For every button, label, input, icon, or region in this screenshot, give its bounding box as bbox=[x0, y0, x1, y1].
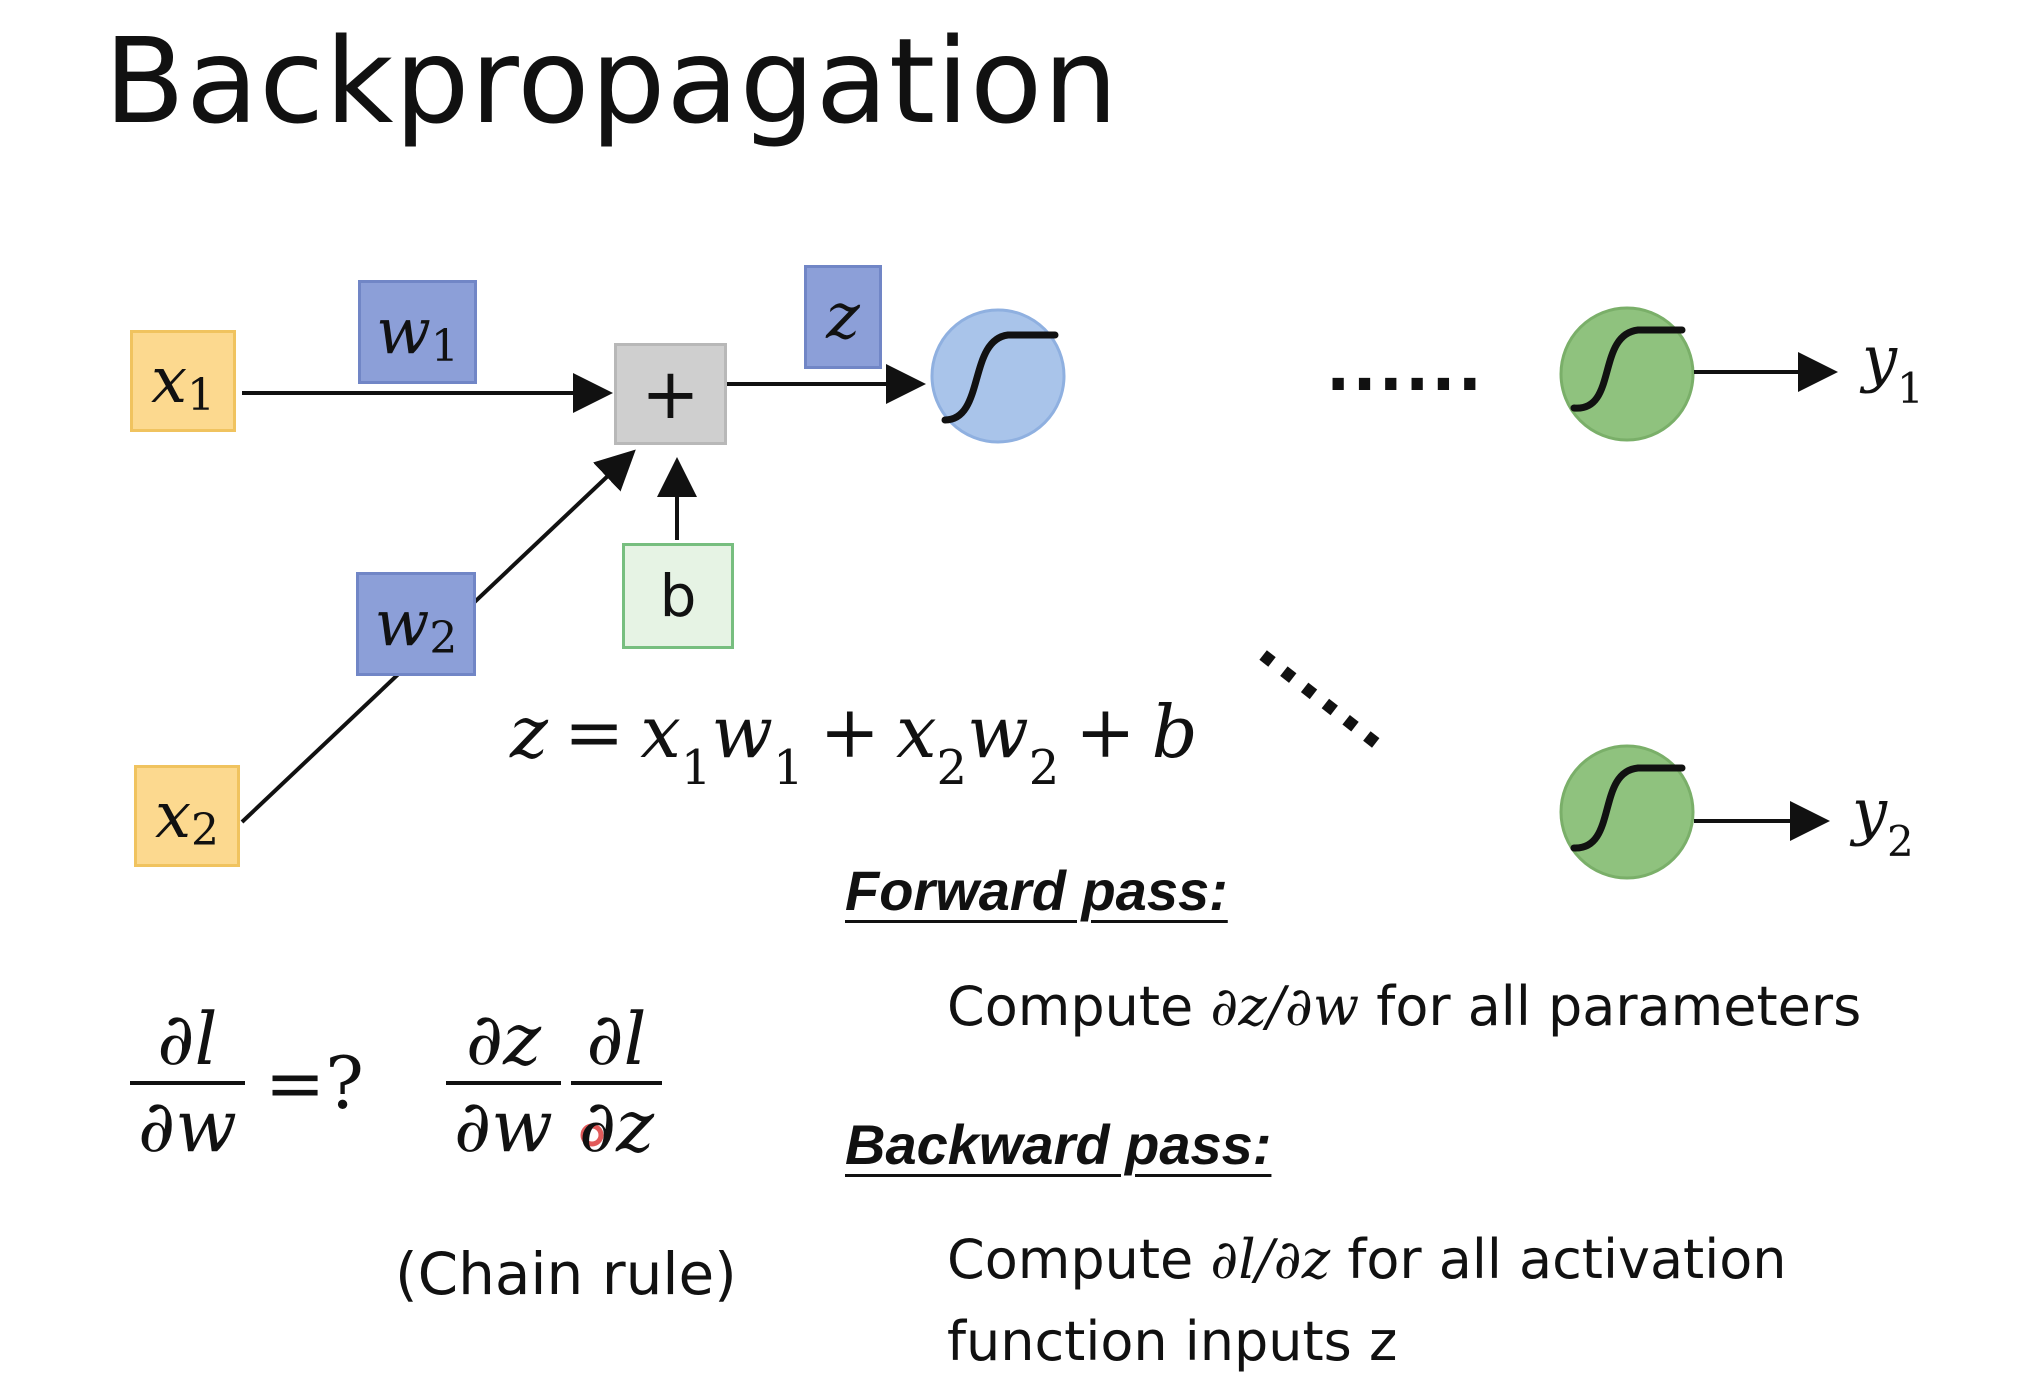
dl-dz-denominator: ∂z bbox=[570, 1081, 663, 1166]
weight-w2-sub: 2 bbox=[429, 612, 458, 664]
output-y2-sub: 2 bbox=[1887, 817, 1914, 867]
hidden-neuron bbox=[930, 308, 1066, 444]
output-y1-label: y1 bbox=[1862, 322, 1924, 413]
backward-pass-text-line2: function inputs z bbox=[947, 1310, 1398, 1373]
chain-rule-product: ∂z ∂w ∂l ∂z bbox=[446, 997, 663, 1166]
eq-t1-w: w bbox=[711, 690, 774, 774]
eq-t2-w: w bbox=[967, 690, 1029, 774]
input-x1-var: x bbox=[150, 344, 188, 418]
dl-dw-fraction: ∂l ∂w bbox=[130, 997, 245, 1166]
forward-post: for all parameters bbox=[1359, 975, 1862, 1038]
derivative-question: ∂l ∂w =? bbox=[130, 997, 364, 1166]
backward-post: for all activation bbox=[1330, 1228, 1787, 1291]
backward-pre: Compute bbox=[947, 1228, 1211, 1291]
dz-dw-fraction: ∂z ∂w bbox=[446, 997, 561, 1166]
output-y2-var: y bbox=[1852, 775, 1888, 848]
sum-node: + bbox=[614, 343, 727, 445]
dl-dw-numerator: ∂l bbox=[157, 997, 218, 1081]
dz-dw-numerator: ∂z bbox=[465, 997, 542, 1081]
input-x2-sub: 2 bbox=[191, 804, 220, 856]
question-mark: =? bbox=[264, 1041, 364, 1126]
backward-pass-heading: Backward pass: bbox=[845, 1113, 1272, 1176]
output-neuron-2 bbox=[1559, 744, 1695, 880]
dz-dw-denominator: ∂w bbox=[446, 1081, 561, 1166]
eq-t2-var: x bbox=[895, 690, 937, 774]
chain-rule-label: (Chain rule) bbox=[395, 1240, 737, 1308]
input-x1-sub: 1 bbox=[187, 369, 216, 421]
weight-w2-var: w bbox=[374, 587, 430, 661]
forward-pass-text: Compute ∂z/∂w for all parameters bbox=[947, 975, 1861, 1038]
output-y1-sub: 1 bbox=[1897, 364, 1924, 414]
eq-t1-sub: 1 bbox=[680, 740, 712, 797]
weight-w1-sub: 1 bbox=[430, 320, 459, 372]
weight-w1-var: w bbox=[376, 295, 431, 369]
cursor-marker bbox=[580, 1123, 604, 1147]
eq-equals: = bbox=[563, 690, 625, 774]
eq-plus-2: + bbox=[1075, 690, 1136, 774]
z-equation: z=x1w1+x2w2+b bbox=[510, 690, 1198, 796]
dl-dz-fraction: ∂l ∂z bbox=[570, 997, 663, 1166]
eq-bias: b bbox=[1151, 690, 1198, 774]
forward-pre: Compute bbox=[947, 975, 1211, 1038]
dl-dz-numerator: ∂l bbox=[586, 997, 647, 1081]
slide-title: Backpropagation bbox=[104, 12, 1119, 150]
eq-t2-sub: 2 bbox=[936, 740, 968, 797]
output-y1-var: y bbox=[1862, 322, 1898, 395]
z-label-box: z bbox=[804, 265, 882, 369]
bias-box: b bbox=[622, 543, 734, 649]
input-x2-var: x bbox=[154, 779, 192, 853]
backward-math: ∂l/∂z bbox=[1210, 1228, 1331, 1291]
eq-t1-var: x bbox=[640, 690, 681, 774]
output-neuron-1 bbox=[1559, 306, 1695, 442]
ellipsis-horizontal: ...... bbox=[1326, 332, 1484, 406]
eq-t1-wsub: 1 bbox=[773, 740, 804, 797]
eq-t2-wsub: 2 bbox=[1028, 740, 1060, 797]
forward-pass-heading: Forward pass: bbox=[845, 859, 1228, 922]
dl-dw-denominator: ∂w bbox=[130, 1081, 245, 1166]
eq-lhs: z bbox=[510, 690, 548, 774]
forward-math: ∂z/∂w bbox=[1210, 975, 1360, 1038]
eq-plus-1: + bbox=[819, 690, 880, 774]
backward-pass-text: Compute ∂l/∂z for all activation bbox=[947, 1228, 1786, 1291]
output-y2-label: y2 bbox=[1852, 775, 1914, 866]
